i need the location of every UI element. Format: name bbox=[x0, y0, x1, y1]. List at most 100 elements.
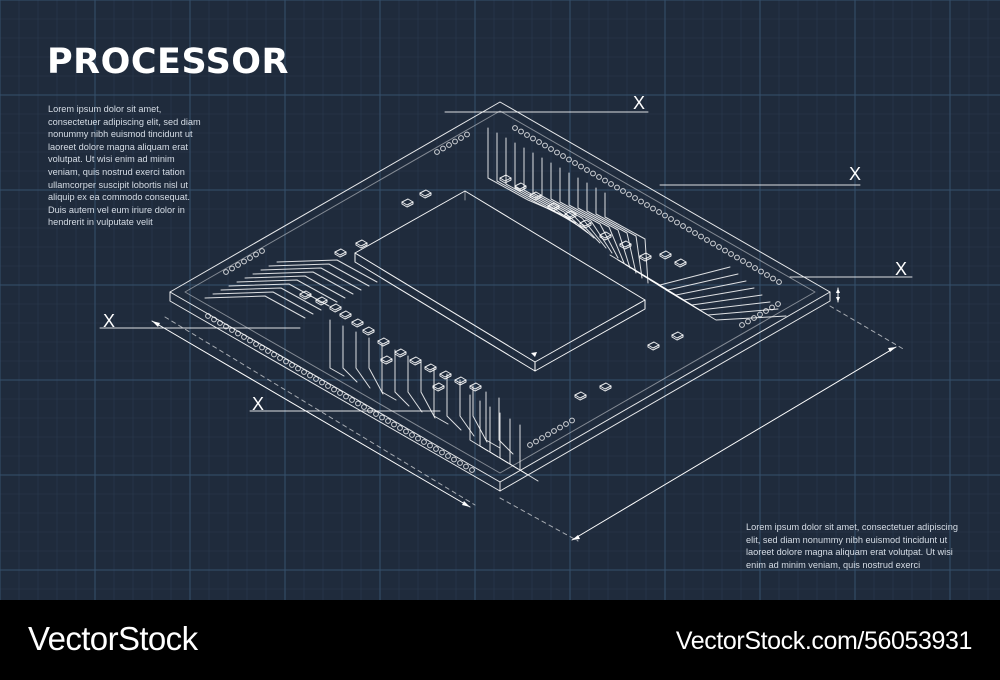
circuit-trace bbox=[617, 259, 739, 291]
contact-pad bbox=[265, 348, 271, 354]
contact-pad bbox=[620, 188, 626, 194]
contact-pad bbox=[632, 195, 638, 201]
smd-chip-side bbox=[639, 255, 652, 262]
smd-chip bbox=[674, 258, 687, 266]
callout-label-upper-right: X bbox=[849, 164, 862, 184]
smd-chip-side bbox=[619, 243, 632, 250]
smd-chip bbox=[339, 310, 352, 318]
smd-chip bbox=[380, 355, 393, 363]
contact-pad bbox=[578, 163, 584, 170]
contact-pad bbox=[223, 269, 229, 275]
contact-pad bbox=[241, 258, 247, 265]
contact-pad bbox=[211, 316, 217, 323]
contact-pad bbox=[205, 313, 211, 319]
contact-pad bbox=[536, 139, 542, 145]
smd-chip bbox=[299, 290, 312, 298]
circuit-trace bbox=[420, 361, 436, 419]
circuit-trace bbox=[498, 397, 514, 455]
smd-chip bbox=[362, 326, 375, 334]
smd-chip bbox=[469, 382, 482, 390]
contact-pad bbox=[229, 265, 235, 272]
contact-pad bbox=[463, 463, 469, 470]
circuit-trace bbox=[657, 284, 779, 316]
contact-pad bbox=[551, 428, 557, 434]
smd-chip-side bbox=[339, 313, 352, 320]
contact-pad bbox=[217, 320, 223, 326]
smd-chip-side bbox=[355, 242, 368, 249]
circuit-trace bbox=[228, 283, 330, 307]
smd-chip bbox=[355, 239, 368, 247]
smd-chip-side bbox=[647, 344, 660, 351]
contact-pad bbox=[716, 244, 722, 250]
contact-pad bbox=[572, 160, 578, 166]
smd-chip bbox=[671, 331, 684, 339]
board-outline bbox=[169, 101, 831, 492]
circuit-trace bbox=[394, 349, 410, 407]
contact-pad bbox=[590, 170, 596, 177]
circuit-trace bbox=[523, 147, 595, 239]
contact-pad bbox=[433, 446, 439, 452]
contact-pad bbox=[325, 383, 331, 389]
circuit-trace bbox=[433, 367, 449, 425]
contact-pad bbox=[548, 146, 554, 152]
circuit-trace bbox=[649, 279, 771, 311]
contact-pad bbox=[313, 376, 319, 382]
contact-pad bbox=[656, 209, 662, 215]
smd-chip-side bbox=[329, 306, 342, 313]
circuit-trace bbox=[212, 291, 314, 315]
contact-pad bbox=[289, 362, 295, 368]
circuit-trace bbox=[329, 319, 345, 377]
circuit-trace bbox=[479, 400, 499, 458]
circuit-trace bbox=[609, 254, 731, 286]
contact-pad bbox=[770, 275, 776, 282]
contact-pad bbox=[545, 431, 551, 438]
callout-label-right: X bbox=[895, 259, 908, 279]
smd-chip-side bbox=[599, 385, 612, 392]
circuit-trace bbox=[252, 271, 354, 295]
contact-pad bbox=[464, 131, 470, 138]
smd-chip-side bbox=[529, 194, 542, 201]
contact-pads bbox=[205, 125, 782, 473]
smd-chip-side bbox=[599, 234, 612, 241]
contact-pad bbox=[397, 425, 403, 431]
circuit-trace bbox=[568, 172, 625, 264]
smd-chip-side bbox=[362, 329, 375, 336]
contact-pad bbox=[769, 304, 775, 311]
contact-pad bbox=[734, 254, 740, 261]
stock-id: VectorStock.com/56053931 bbox=[675, 627, 973, 655]
contact-pad bbox=[373, 411, 379, 417]
smd-chip-side bbox=[377, 340, 390, 347]
smd-chip bbox=[377, 337, 390, 345]
contact-pad bbox=[343, 393, 349, 400]
contact-pad bbox=[739, 322, 745, 328]
contact-pad bbox=[415, 435, 421, 442]
blueprint-canvas: PROCESSOR Lorem ipsum dolor sit amet, co… bbox=[0, 0, 1000, 600]
smd-chip bbox=[599, 382, 612, 390]
smd-chip bbox=[529, 191, 542, 199]
contact-pad bbox=[584, 167, 590, 173]
contact-pad bbox=[614, 184, 620, 191]
contact-pad bbox=[235, 330, 241, 337]
contact-pad bbox=[557, 424, 563, 431]
contact-pad bbox=[764, 272, 770, 278]
smd-chip-side bbox=[394, 351, 407, 358]
contact-pad bbox=[301, 369, 307, 375]
contact-pad bbox=[385, 418, 391, 424]
circuit-trace bbox=[505, 137, 583, 229]
smd-chip-side bbox=[334, 251, 347, 258]
watermark-footer bbox=[0, 600, 1000, 680]
circuit-trace bbox=[260, 267, 362, 291]
contact-pad bbox=[710, 240, 716, 247]
circuit-trace bbox=[496, 132, 577, 224]
dimension-lines bbox=[151, 287, 906, 542]
circuit-trace bbox=[509, 418, 529, 476]
contact-pad bbox=[307, 372, 313, 379]
smd-chip-side bbox=[424, 366, 437, 373]
contact-pad bbox=[446, 142, 452, 148]
contact-pad bbox=[686, 226, 692, 233]
smd-chip-side bbox=[671, 334, 684, 341]
contact-pad bbox=[722, 247, 728, 254]
contact-pad bbox=[560, 153, 566, 159]
circuit-trace bbox=[355, 331, 371, 389]
circuit-trace bbox=[368, 337, 384, 395]
